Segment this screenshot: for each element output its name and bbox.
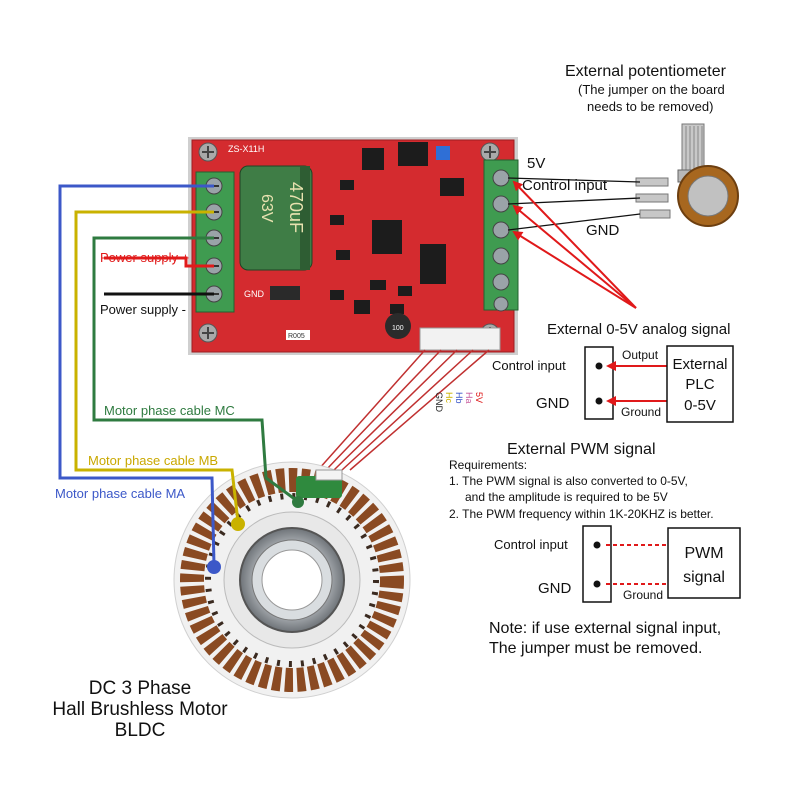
motor-caption-2: Hall Brushless Motor (52, 699, 228, 720)
svg-text:100: 100 (392, 325, 404, 332)
phase-wire-ma (58, 184, 216, 566)
board-model-label: ZS-X11H (228, 144, 264, 154)
note-line-2: The jumper must be removed. (489, 640, 702, 657)
power-supply-minus-label: Power supply - (100, 302, 186, 317)
analog-output-wire (606, 361, 668, 406)
plc-line-2: PLC (685, 376, 714, 393)
analog-output-label: Output (622, 348, 659, 362)
hall-sensor-wires (317, 349, 490, 471)
phase-cable-mc-label: Motor phase cable MC (104, 403, 235, 418)
hall-pin-gnd: GND (434, 392, 444, 413)
pwm-req-1b: and the amplitude is required to be 5V (465, 490, 668, 504)
motor-caption-1: DC 3 Phase (89, 678, 191, 699)
potentiometer-trimmer (436, 146, 450, 160)
controller-board: ZS-X11H 470uF 63V GND R005 (188, 137, 519, 355)
pwm-box-line-1: PWM (684, 545, 723, 562)
control-terminal-block (483, 159, 519, 312)
hall-pin-hb: Hb (454, 392, 464, 404)
capacitor-value: 470uF (286, 182, 306, 233)
wire-ma-terminal (207, 560, 221, 574)
analog-ground-label: Ground (621, 405, 661, 419)
board-gnd-label: GND (244, 289, 265, 299)
pin-control-label: Control input (522, 177, 608, 194)
pwm-box-line-2: signal (683, 569, 725, 586)
note-line-1: Note: if use external signal input, (489, 620, 721, 637)
hall-pin-hc: Hc (444, 392, 454, 403)
pwm-req-header: Requirements: (449, 458, 527, 472)
power-wires (104, 256, 214, 296)
pwm-control-input-label: Control input (494, 537, 568, 552)
phase-cable-mb-label: Motor phase cable MB (88, 453, 218, 468)
capacitor-voltage: 63V (258, 194, 275, 223)
small-capacitor: 100 (385, 313, 411, 339)
control-arrows (512, 180, 637, 309)
analog-control-input-label: Control input (492, 358, 566, 373)
phase-wire-mc (92, 236, 297, 502)
pwm-title: External PWM signal (507, 441, 656, 458)
potentiometer-wires (507, 177, 641, 231)
pin-5v-label: 5V (527, 155, 545, 172)
potentiometer-note-2: needs to be removed) (587, 99, 713, 114)
pin-gnd-label: GND (586, 222, 620, 239)
pwm-connector (582, 525, 612, 603)
shunt-resistor (286, 330, 310, 340)
electrolytic-capacitor: 470uF 63V (239, 165, 313, 271)
motor-hall-connector (315, 469, 343, 481)
pwm-req-1a: 1. The PWM signal is also converted to 0… (449, 474, 688, 488)
pwm-wires (606, 544, 668, 585)
phase-cable-ma-label: Motor phase cable MA (55, 486, 185, 501)
analog-title: External 0-5V analog signal (547, 321, 730, 338)
phase-wire-mb (74, 210, 240, 523)
motor-power-terminal-block (195, 171, 235, 313)
board-components (330, 142, 464, 314)
power-supply-plus-label: Power supply + (100, 250, 189, 265)
plc-box: External PLC 0-5V (666, 345, 734, 423)
hall-pin-labels: 5V Ha Hb Hc GND (434, 392, 484, 413)
pwm-gnd-label: GND (538, 580, 572, 597)
potentiometer-title: External potentiometer (565, 63, 727, 80)
potentiometer-icon (635, 123, 739, 227)
potentiometer-note-1: (The jumper on the board (578, 82, 725, 97)
pwm-ground-label: Ground (623, 588, 663, 602)
hall-pin-ha: Ha (464, 392, 474, 404)
hall-sensor-pcb (296, 476, 342, 498)
hall-sensor-connector (419, 327, 501, 351)
hall-pin-5v: 5V (474, 392, 484, 403)
diode (270, 286, 300, 300)
wire-mc-terminal (292, 496, 304, 508)
plc-line-1: External (672, 356, 727, 373)
motor-caption-3: BLDC (115, 720, 166, 741)
plc-line-3: 0-5V (684, 397, 716, 414)
resistor-label: R005 (288, 333, 305, 340)
analog-gnd-label: GND (536, 395, 570, 412)
wire-mb-terminal (231, 517, 245, 531)
pwm-req-2: 2. The PWM frequency within 1K-20KHZ is … (449, 507, 714, 521)
analog-connector (584, 346, 614, 420)
pwm-box: PWM signal (667, 527, 741, 599)
